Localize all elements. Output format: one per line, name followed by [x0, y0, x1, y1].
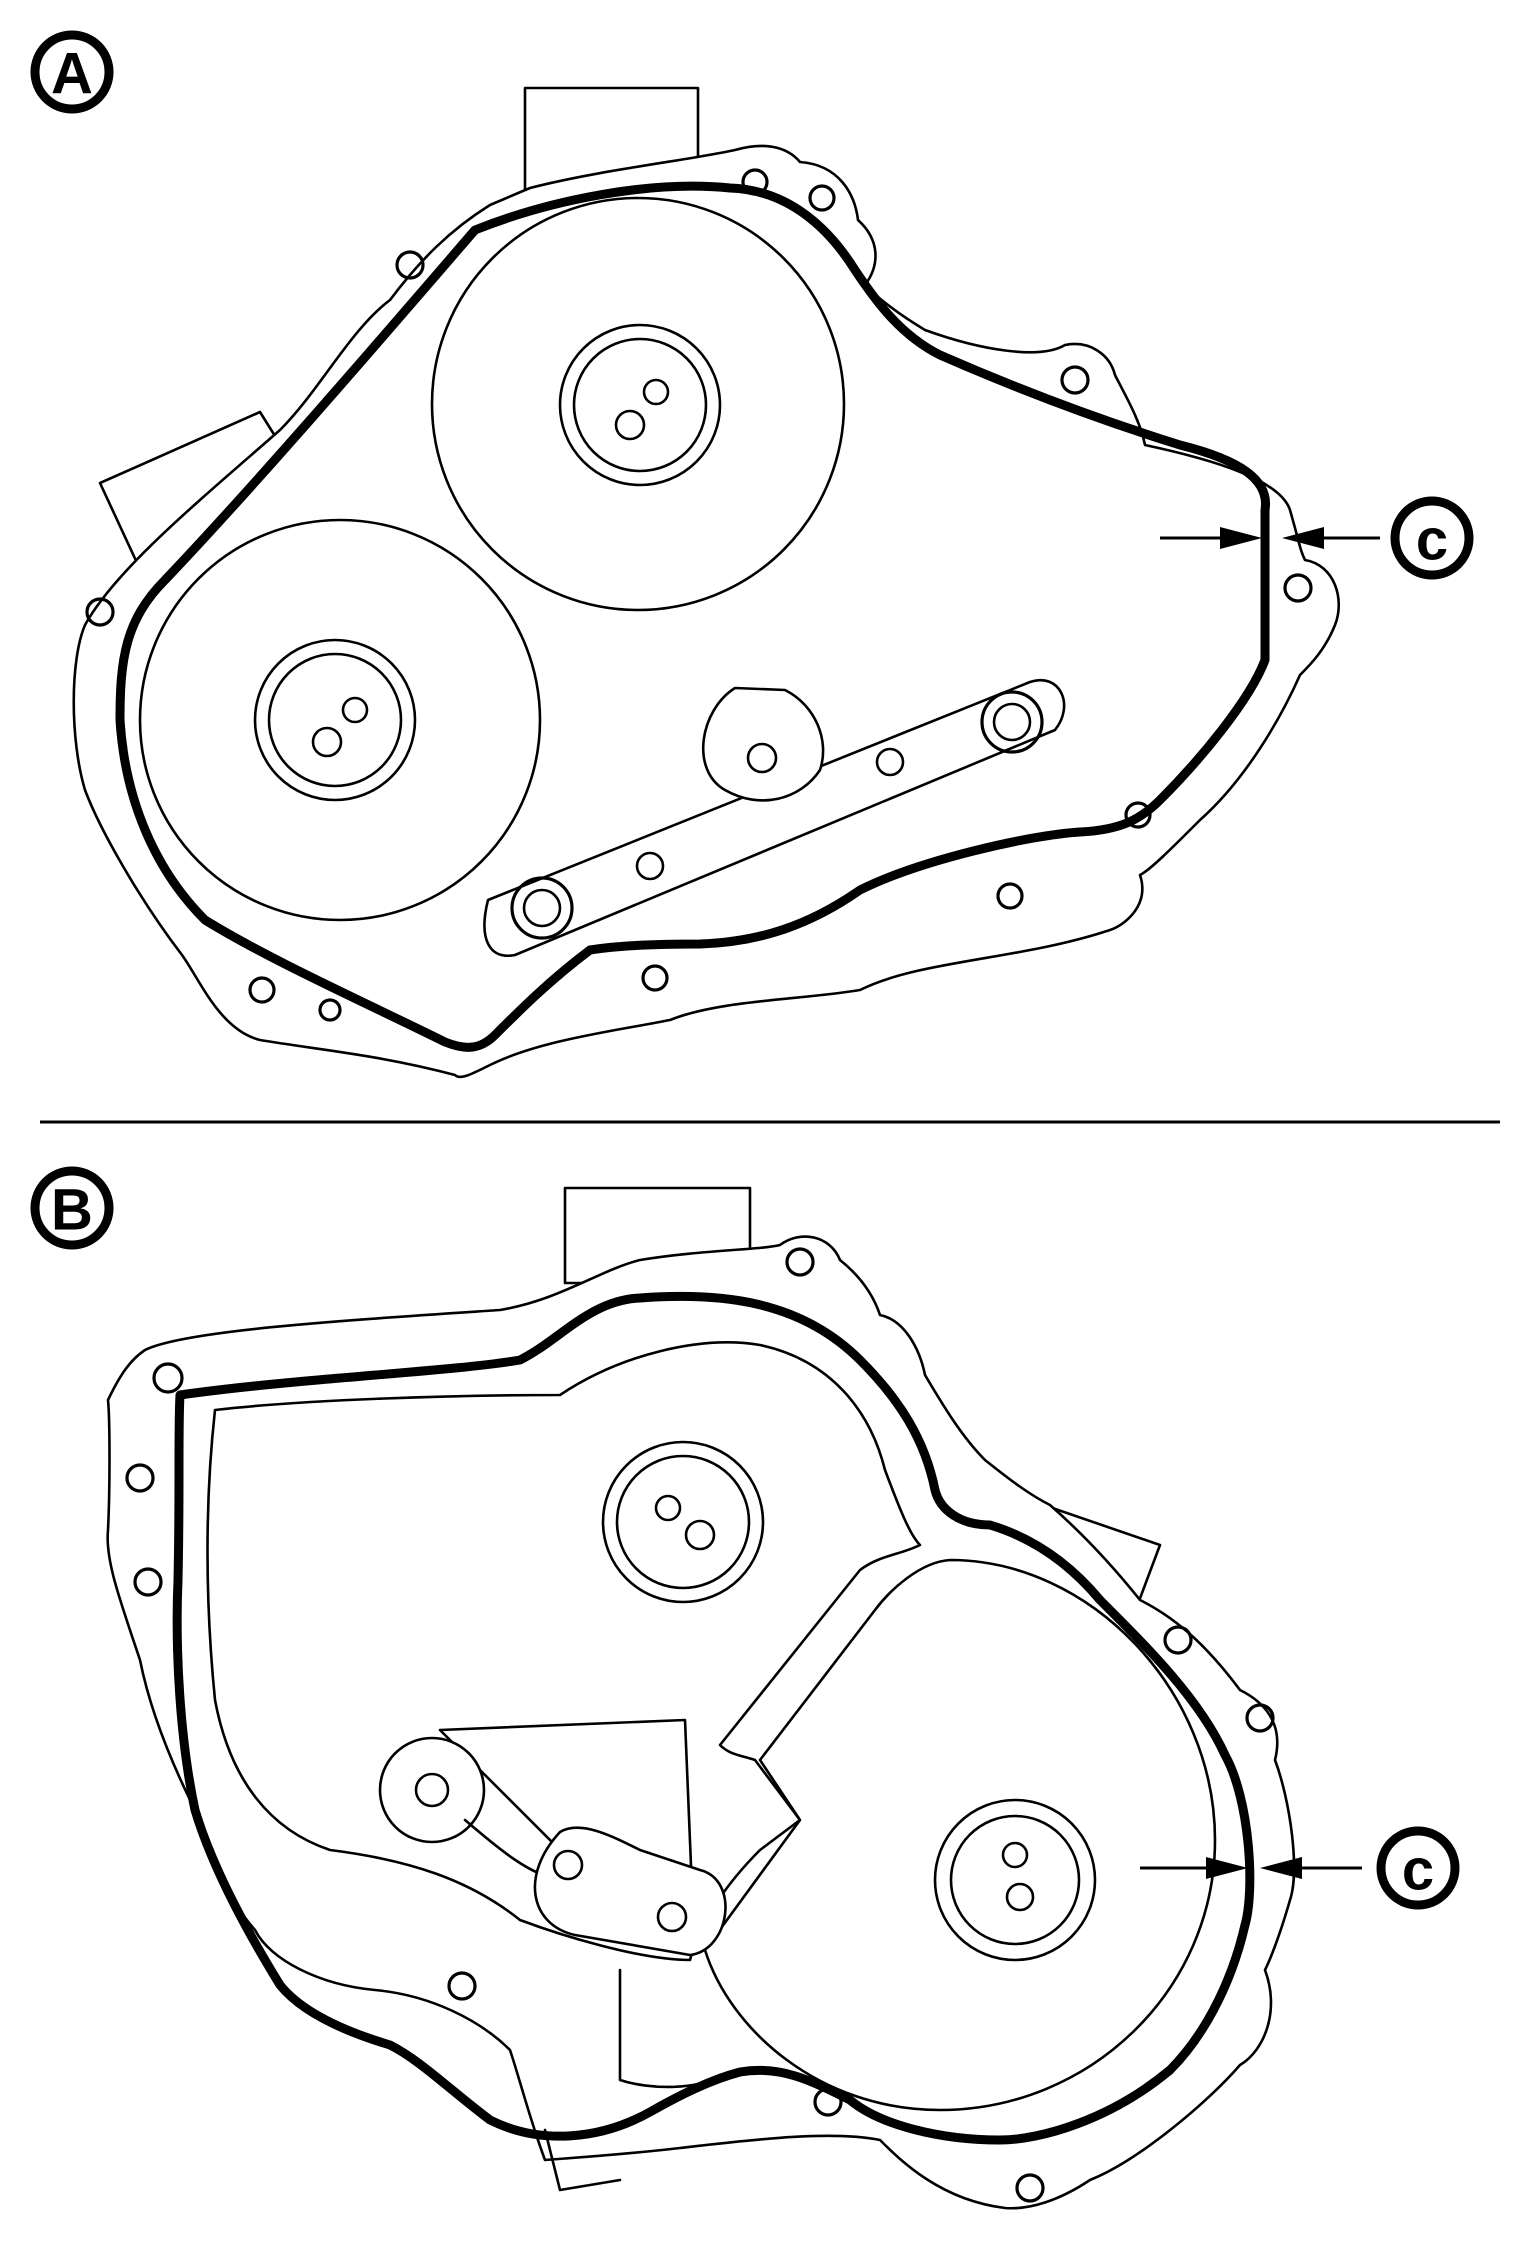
callout-label-a: A	[30, 30, 114, 114]
dimension-arrows-a	[1160, 527, 1380, 549]
bolt-holes-b	[125, 1247, 1275, 2203]
svg-text:B: B	[51, 1178, 93, 1243]
gear-upper-a	[430, 196, 846, 612]
gear-lower-a	[138, 518, 542, 922]
hub-inner-lower-b	[949, 1814, 1081, 1946]
bolt-holes-a	[85, 168, 1313, 1022]
dimension-arrows-b	[1140, 1857, 1362, 1879]
panel-a: A c	[30, 30, 1474, 1079]
hub-inner-upper-b	[615, 1454, 751, 1590]
hub-outer-lower-a	[253, 638, 417, 802]
callout-dimension-a: c	[1390, 496, 1474, 580]
hub-inner-upper-a	[572, 337, 708, 473]
inner-chamber-b	[206, 1341, 922, 1962]
svg-text:A: A	[51, 42, 93, 107]
gasket-seal-a	[115, 181, 1271, 1052]
callout-label-b: B	[30, 1166, 114, 1250]
gear-lower-b	[703, 1558, 1217, 2112]
tensioner-a	[483, 678, 1066, 958]
hub-outer-upper-b	[601, 1440, 765, 1604]
tensioner-b	[378, 1718, 727, 2192]
hub-inner-lower-a	[267, 652, 403, 788]
svg-text:c: c	[1402, 1838, 1434, 1903]
panel-b: B c	[30, 1166, 1460, 2210]
hub-outer-lower-b	[933, 1798, 1097, 1962]
gasket-seal-b	[172, 1291, 1255, 2145]
callout-dimension-b: c	[1376, 1826, 1460, 1910]
svg-text:c: c	[1416, 508, 1448, 573]
hub-outer-upper-a	[558, 323, 722, 487]
